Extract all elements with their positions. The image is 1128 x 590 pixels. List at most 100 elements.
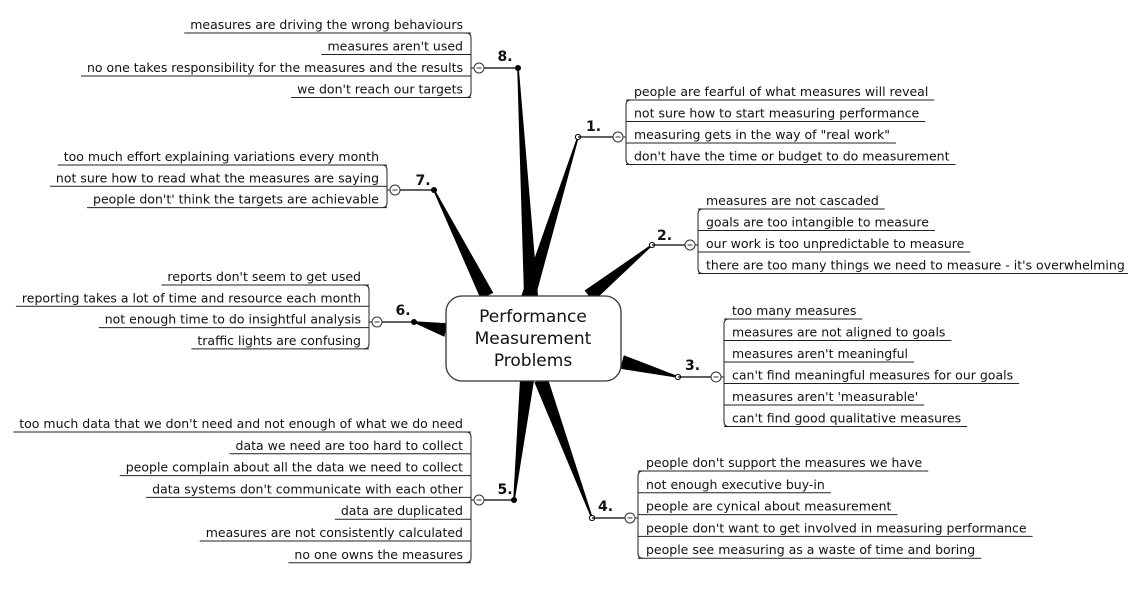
leaf-text: our work is too unpredictable to measure (706, 236, 965, 251)
central-line-2: Measurement (475, 329, 592, 349)
leaf-bracket (363, 284, 370, 350)
branch-b7[interactable]: 7. too much effort explaining variations … (49, 149, 437, 209)
leaf-text: there are too many things we need to mea… (706, 258, 1125, 273)
leaf-text: not enough time to do insightful analysi… (105, 312, 361, 327)
leaf-item[interactable]: we don't reach our targets (291, 82, 471, 98)
leaf-item[interactable]: data we need are too hard to collect (229, 438, 471, 455)
branch-label-b1: 1. (586, 119, 601, 135)
leaf-text: can't find good qualitative measures (732, 411, 961, 426)
leaf-bracket (637, 470, 644, 559)
leaf-item[interactable]: measures are not aligned to goals (724, 325, 952, 341)
leaf-item[interactable]: people are fearful of what measures will… (626, 84, 935, 101)
leaf-item[interactable]: too much data that we don't need and not… (13, 416, 471, 433)
leaf-text: measures aren't 'measurable' (732, 389, 918, 404)
branch-label-b8: 8. (497, 49, 512, 65)
leaf-item[interactable]: goals are too intangible to measure (698, 215, 935, 231)
leaf-item[interactable]: not sure how to start measuring performa… (626, 106, 926, 122)
leaf-item[interactable]: measures are driving the wrong behaviour… (184, 17, 471, 34)
spoke-b7 (433, 189, 494, 300)
branch-b1[interactable]: 1. people are fearful of what measures wi… (574, 84, 956, 165)
leaf-text: people complain about all the data we ne… (126, 460, 463, 475)
leaf-text: people don't' think the targets are achi… (93, 192, 379, 207)
leaf-item[interactable]: measures are not cascaded (698, 193, 885, 210)
leaf-item[interactable]: measures aren't used (321, 39, 471, 55)
leaf-item[interactable]: there are too many things we need to mea… (698, 258, 1128, 274)
leaf-text: not enough executive buy-in (646, 477, 825, 492)
collapse-toggle[interactable] (371, 316, 383, 328)
leaf-item[interactable]: not sure how to read what the measures a… (49, 170, 387, 187)
leaf-item[interactable]: people don't want to get involved in mea… (638, 520, 1033, 537)
collapse-toggle[interactable] (473, 62, 485, 74)
leaf-item[interactable]: not enough executive buy-in (638, 477, 831, 494)
leaf-item[interactable]: people don't' think the targets are achi… (87, 192, 387, 209)
leaf-text: measures aren't meaningful (732, 346, 908, 361)
leaf-text: measures aren't used (327, 39, 463, 54)
spoke-b2 (584, 244, 653, 302)
branch-label-b2: 2. (657, 228, 672, 244)
leaf-bracket (625, 99, 632, 165)
leaf-text: don't have the time or budget to do meas… (634, 149, 950, 164)
leaf-text: too much data that we don't need and not… (19, 416, 463, 431)
leaf-item[interactable]: measures are not consistently calculated (199, 525, 471, 542)
collapse-toggle[interactable] (612, 131, 624, 143)
collapse-toggle[interactable] (473, 494, 485, 506)
leaf-item[interactable]: people don't support the measures we hav… (638, 455, 929, 472)
spoke-b6 (413, 321, 448, 337)
collapse-toggle[interactable] (389, 184, 401, 196)
leaf-text: people are fearful of what measures will… (634, 84, 928, 99)
leaf-text: measures are driving the wrong behaviour… (190, 17, 463, 32)
branch-b6[interactable]: 6.reports don't seem to get usedreportin… (15, 269, 417, 350)
branch-b4[interactable]: 4. people don't support the measures we h… (588, 455, 1033, 559)
leaf-text: too many measures (732, 303, 856, 318)
leaf-text: data systems don't communicate with each… (152, 481, 464, 496)
leaf-text: people see measuring as a waste of time … (646, 542, 975, 557)
leaf-bracket (465, 32, 472, 98)
leaf-item[interactable]: people complain about all the data we ne… (119, 460, 471, 477)
leaf-item[interactable]: not enough time to do insightful analysi… (98, 312, 369, 329)
spoke-b3 (620, 355, 679, 378)
leaf-item[interactable]: measures aren't meaningful (724, 346, 915, 363)
leaf-item[interactable]: data systems don't communicate with each… (146, 481, 471, 498)
spoke-b4 (534, 377, 593, 519)
leaf-text: people don't want to get involved in mea… (646, 520, 1027, 535)
branch-label-b7: 7. (415, 173, 430, 189)
leaf-item[interactable]: no one takes responsibility for the meas… (81, 60, 471, 77)
collapse-toggle[interactable] (624, 512, 636, 524)
leaf-item[interactable]: traffic lights are confusing (191, 333, 369, 350)
leaf-text: no one takes responsibility for the meas… (87, 60, 463, 75)
leaf-item[interactable]: no one owns the measures (288, 547, 471, 564)
central-line-3: Problems (494, 351, 573, 371)
leaf-bracket (697, 208, 704, 274)
leaf-item[interactable]: measuring gets in the way of "real work" (626, 127, 896, 144)
spoke-b5 (513, 379, 534, 501)
leaf-item[interactable]: can't find meaningful measures for our g… (724, 368, 1020, 384)
leaf-text: too much effort explaining variations ev… (64, 149, 379, 164)
branch-label-b4: 4. (598, 499, 613, 515)
leaf-text: measuring gets in the way of "real work" (634, 127, 890, 142)
leaf-text: measures are not cascaded (706, 193, 879, 208)
leaf-text: not sure how to start measuring performa… (634, 106, 920, 121)
leaf-item[interactable]: too many measures (724, 303, 863, 320)
leaf-item[interactable]: our work is too unpredictable to measure (698, 236, 971, 253)
branch-b3[interactable]: 3. too many measures measures are not alig… (674, 303, 1020, 427)
branch-label-b3: 3. (685, 358, 700, 374)
leaf-item[interactable]: don't have the time or budget to do meas… (626, 149, 956, 165)
leaf-item[interactable]: measures aren't 'measurable' (724, 389, 925, 406)
leaf-bracket (381, 164, 388, 209)
leaf-text: can't find meaningful measures for our g… (732, 368, 1013, 383)
leaf-item[interactable]: people see measuring as a waste of time … (638, 542, 982, 559)
leaf-item[interactable]: can't find good qualitative measures (724, 411, 968, 427)
spoke-b8 (517, 67, 538, 297)
central-topic[interactable]: Performance Measurement Problems (445, 295, 622, 382)
leaf-item[interactable]: data are duplicated (334, 503, 471, 520)
collapse-toggle[interactable] (710, 371, 722, 383)
collapse-toggle[interactable] (684, 239, 696, 251)
leaf-item[interactable]: reporting takes a lot of time and resour… (15, 290, 369, 307)
leaf-item[interactable]: reports don't seem to get used (161, 269, 369, 286)
branch-b8[interactable]: 8. measures are driving the wrong behavio… (81, 17, 521, 98)
branch-b2[interactable]: 2. measures are not cascaded goals are too… (648, 193, 1128, 274)
leaf-item[interactable]: too much effort explaining variations ev… (57, 149, 387, 166)
branch-b5[interactable]: 5.too much data that we don't need and n… (13, 416, 517, 564)
leaf-item[interactable]: people are cynical about measurement (638, 499, 898, 516)
